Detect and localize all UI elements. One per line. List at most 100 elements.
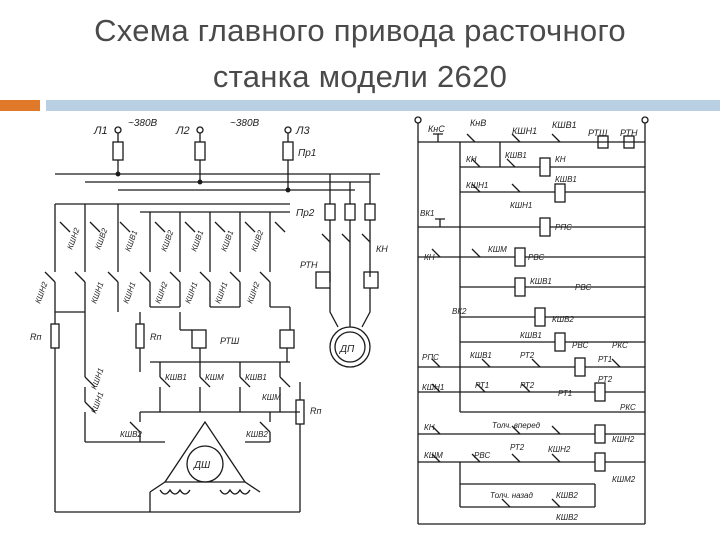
control-label: РТ1 <box>598 355 612 364</box>
contact-label: КШВ2 <box>246 430 268 439</box>
control-label: КШН1 <box>466 181 488 190</box>
control-label: РПС <box>422 353 439 362</box>
fuse-icon <box>364 203 376 221</box>
contact-label: КШН1 <box>213 281 229 305</box>
motor-label: ДШ <box>193 460 211 471</box>
control-label: РКС <box>620 403 636 412</box>
voltage-label: ~380В <box>128 118 158 129</box>
control-circuit: КнС КнВ КШН1 КШВ1 РТШ РТН КН КШВ1 КН КШН… <box>414 116 649 525</box>
control-label: КШВ1 <box>505 151 527 160</box>
control-label: РВС <box>572 341 588 350</box>
resistor-icon <box>50 323 60 349</box>
control-label: РВС <box>575 283 591 292</box>
contact-label: КШН2 <box>245 280 261 305</box>
control-label: РПС <box>555 223 572 232</box>
control-label: РТ2 <box>520 381 535 390</box>
contact-label: КШВ1 <box>165 373 187 382</box>
control-label: КШН1 <box>510 201 532 210</box>
schematic-svg: Л1 Л2 Л3 ~380В ~380В Пр1 Пр2 <box>30 116 649 525</box>
contact-label: КШМ <box>262 393 281 402</box>
coil-icon <box>594 424 606 444</box>
control-label: КШВ1 <box>520 331 542 340</box>
resistor-label: Rп <box>150 332 161 342</box>
slide-title: Схема главного привода расточного станка… <box>0 8 720 100</box>
control-label: РТ2 <box>520 351 535 360</box>
control-terminal <box>414 116 422 124</box>
thermal-relay-icon <box>363 271 379 289</box>
contact-label: КШН1 <box>121 281 137 305</box>
control-label: РКС <box>612 341 628 350</box>
terminal-l1 <box>114 126 122 134</box>
control-label: РТШ <box>588 128 608 138</box>
control-label: КН <box>424 253 435 262</box>
contact-label: КШН1 <box>89 391 105 415</box>
thermal-relay-icon <box>191 329 207 349</box>
thermal-relay-icon <box>279 329 295 349</box>
control-label: КШН2 <box>548 445 571 454</box>
fuse-label: Пр1 <box>298 148 316 159</box>
terminal-l3 <box>284 126 292 134</box>
control-label: КН <box>424 423 435 432</box>
control-label: КН <box>466 155 477 164</box>
coil-icon <box>539 157 551 177</box>
relay-label: РТШ <box>220 336 240 346</box>
thermal-relay-icon <box>315 271 331 289</box>
contact-label: КШВ1 <box>189 229 205 253</box>
phase-label: Л1 <box>93 125 108 137</box>
contact-group-upper <box>59 221 286 233</box>
contact-label: КШН2 <box>33 280 49 305</box>
control-label: КШВ1 <box>470 351 492 360</box>
control-label: КШВ2 <box>556 491 578 500</box>
title-line-1: Схема главного привода расточного <box>94 13 626 48</box>
contact-label: КШМ <box>205 373 224 382</box>
control-label: Толч. назад <box>490 491 533 500</box>
resistor-label: Rп <box>310 406 321 416</box>
contact-label: КШВ2 <box>249 229 265 253</box>
coil-icon <box>534 307 546 327</box>
motor-label: ДП <box>339 344 355 355</box>
motor-dp-icon <box>329 326 371 368</box>
contact-label: КШН1 <box>183 281 199 305</box>
contact-label: КШН2 <box>153 280 169 305</box>
coil-icon <box>554 183 566 203</box>
control-label: КнВ <box>470 118 486 128</box>
accent-bar <box>46 100 720 111</box>
contact-label: КШН1 <box>89 281 105 305</box>
control-label: КШВ2 <box>552 315 574 324</box>
coil-icon <box>594 382 606 402</box>
fuse-icon <box>112 141 124 161</box>
control-label: РВС <box>474 451 490 460</box>
control-label: КШМ <box>488 245 507 254</box>
thermal-contact-icon <box>623 135 635 149</box>
thermal-contact-icon <box>597 135 609 149</box>
control-label: ВК1 <box>420 209 435 218</box>
control-label: РВС <box>528 253 544 262</box>
relay-label: РТН <box>300 260 318 270</box>
fuse-icon <box>282 141 294 161</box>
contact-label: КН <box>376 244 388 254</box>
control-label: РТН <box>620 128 638 138</box>
title-line-2: станка модели 2620 <box>212 59 508 94</box>
contact-label: КШВ1 <box>219 229 235 253</box>
fuse-icon <box>194 141 206 161</box>
fuse-label: Пр2 <box>296 208 315 219</box>
contact-label: КШВ2 <box>120 430 142 439</box>
voltage-label: ~380В <box>230 118 260 129</box>
coil-icon <box>554 332 566 352</box>
resistor-icon <box>135 323 145 349</box>
control-label: РТ1 <box>558 389 572 398</box>
control-label: КШВ2 <box>556 513 578 522</box>
circuit-diagram: Л1 Л2 Л3 ~380В ~380В Пр1 Пр2 <box>0 112 720 540</box>
control-label: Толч. вперед <box>492 421 541 430</box>
terminal-l2 <box>196 126 204 134</box>
control-label: КШМ2 <box>612 475 636 484</box>
power-circuit: Л1 Л2 Л3 ~380В ~380В Пр1 Пр2 <box>30 118 388 513</box>
phase-label: Л3 <box>295 125 311 137</box>
accent-square <box>0 100 40 111</box>
control-terminal <box>641 116 649 124</box>
control-label: КШМ <box>424 451 443 460</box>
control-label: КШВ1 <box>530 277 552 286</box>
control-label: КШН1 <box>422 383 444 392</box>
contact-label: КШВ2 <box>93 227 109 251</box>
control-label: КШВ1 <box>555 175 577 184</box>
